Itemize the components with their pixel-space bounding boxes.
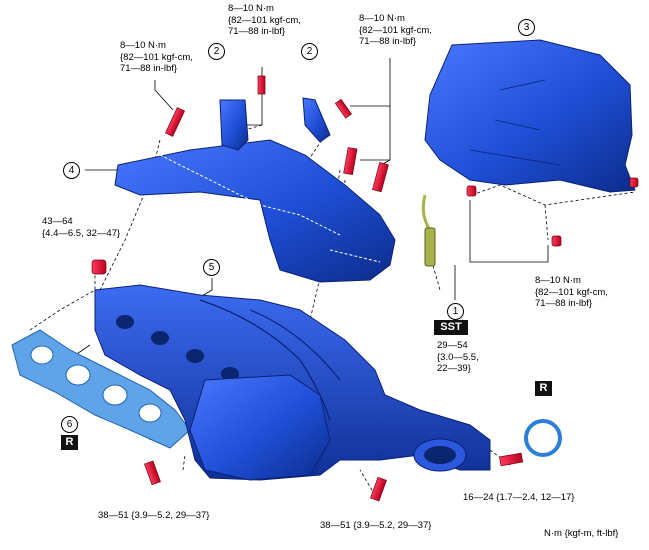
torque-label-lower-insulator-bolt: 8—10 N·m {82—101 kgf-cm, 71—88 in-lbf} — [120, 40, 193, 74]
callout-4: 4 — [63, 162, 80, 179]
callout-6: 6 — [61, 416, 78, 433]
callout-2-left: 2 — [208, 43, 225, 60]
torque-label-bracket-bolt: 8—10 N·m {82—101 kgf-cm, 71—88 in-lbf} — [228, 3, 301, 37]
callout-1: 1 — [447, 303, 464, 320]
insulator-bracket-left — [219, 99, 249, 151]
oxygen-sensor — [424, 227, 436, 267]
callout-2-right: 2 — [301, 43, 318, 60]
callout-3: 3 — [518, 19, 535, 36]
callout-5: 5 — [203, 259, 220, 276]
torque-label-manifold-nut: 43—64 {4.4—6.5, 32—47} — [42, 216, 121, 239]
torque-label-oxygen-sensor: 29—54 {3.0—5.5, 22—39} — [437, 340, 479, 374]
torque-label-upper-insulator-nuts: 8—10 N·m {82—101 kgf-cm, 71—88 in-lbf} — [535, 275, 608, 309]
oxygen-sensor-wire — [421, 194, 432, 231]
sst-badge: SST — [434, 320, 468, 335]
units-note: N·m {kgf-m, ft-lbf} — [544, 528, 619, 539]
heat-insulator-upper — [424, 39, 636, 193]
torque-label-pipe-bolt: 16—24 {1.7—2.4, 12—17} — [463, 492, 575, 503]
torque-label-bracket-bolt-right: 38—51 {3.9—5.2, 29—37} — [320, 520, 432, 531]
fasteners — [91, 75, 639, 502]
torque-label-insulator-bolts: 8—10 N·m {82—101 kgf-cm, 71—88 in-lbf} — [359, 13, 432, 47]
replace-badge-ring: R — [535, 381, 552, 396]
exhaust-pipe-gasket — [524, 419, 562, 457]
heat-insulator-lower — [114, 139, 396, 283]
replace-badge-gasket: R — [61, 435, 78, 450]
torque-label-bracket-bolt-left: 38—51 {3.9—5.2, 29—37} — [98, 510, 210, 521]
insulator-bracket-right — [302, 97, 331, 143]
